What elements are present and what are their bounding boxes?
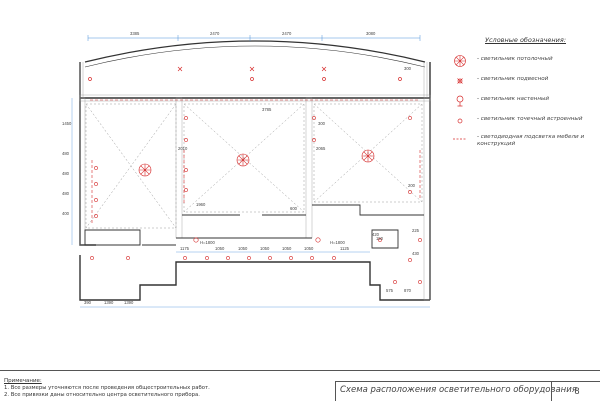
side-dim-2: 300: [318, 121, 326, 126]
legend-title: Условные обозначения:: [485, 36, 567, 44]
arched-wall: [84, 40, 426, 63]
legend-item-pendant: - светильник подвесной: [447, 74, 595, 88]
left-dim-3: 480: [62, 171, 70, 176]
side-dim-6: 430: [412, 251, 420, 256]
top-dim-ticks: [87, 35, 421, 41]
left-dim-4: 480: [62, 191, 70, 196]
bottom-dim-2: 1390: [104, 300, 114, 305]
legend-text-led: - светодиодная подсветка мебели и констр…: [477, 134, 585, 147]
bottom-dim-5: 870: [404, 288, 412, 293]
partitions: [84, 204, 424, 249]
bottom-dim-4: 575: [386, 288, 394, 293]
corridor-dim-7: 1125: [340, 246, 350, 251]
corridor-dim-4: 1050: [260, 246, 270, 251]
inner-dim-1: 3785: [262, 107, 272, 112]
height-dim-2: H=1800: [330, 240, 345, 245]
pendant-lamp-icon: [457, 78, 463, 84]
ceiling-lamps: [138, 149, 375, 177]
legend-text-wall: - светильник настенный: [477, 96, 550, 102]
pendant-lamps-top: [88, 66, 402, 81]
legend-text-pendant: - светильник подвесной: [477, 76, 549, 82]
notes-title: Примечание:: [4, 378, 42, 384]
frame-divider: [0, 370, 600, 371]
inner-dim-2: 1960: [196, 202, 206, 207]
notes: Примечание: 1. Все размеры уточняются по…: [0, 370, 335, 400]
top-dim-2: 2470: [210, 31, 220, 36]
side-dim-4: 150: [376, 236, 384, 241]
furniture-outlines: [85, 103, 423, 229]
legend-item-spot: - светильник точечный встроенный: [447, 114, 595, 128]
corridor-dim-6: 1050: [304, 246, 314, 251]
spot-lamps: [90, 116, 422, 284]
bottom-dim-1: 390: [84, 300, 92, 305]
spot-lamp-icon: [457, 118, 463, 124]
top-dim-1: 3385: [130, 31, 140, 36]
side-dim-7: 225: [412, 228, 420, 233]
legend-item-led: - светодиодная подсветка мебели и констр…: [447, 132, 595, 154]
note-line-2: 2. Все привязки даны относительно центра…: [4, 392, 200, 398]
ceiling-lamp-icon: [454, 55, 466, 67]
left-dim-2: 480: [62, 151, 70, 156]
side-dim-5: 420: [372, 232, 380, 237]
led-strip-icon: [453, 138, 467, 140]
inner-dim-3: 2010: [178, 146, 188, 151]
arched-wall-inner: [84, 45, 426, 68]
floor-plan: 3385 2470 2470 3080: [62, 31, 431, 308]
legend-item-ceiling: - светильник потолочный: [447, 54, 595, 68]
led-strips: [90, 99, 421, 225]
inner-dim-4: 2065: [316, 146, 326, 151]
legend-item-wall: - светильник настенный: [447, 94, 595, 108]
bottom-dim-3: 1390: [124, 300, 134, 305]
side-dim-3: 200: [408, 183, 416, 188]
side-dim-8: 600: [290, 206, 298, 211]
corridor-dim-1: 1175: [180, 246, 190, 251]
left-dim-1: 1450: [62, 121, 72, 126]
left-dim-5: 400: [62, 211, 70, 216]
corridor-dim-2: 1050: [215, 246, 225, 251]
height-dim-1: H=1800: [200, 240, 215, 245]
wall-lamp-icon: [456, 95, 464, 107]
wall-lamps: [193, 237, 321, 243]
legend-text-spot: - светильник точечный встроенный: [477, 116, 583, 122]
note-line-1: 1. Все размеры уточняются после проведен…: [4, 385, 210, 391]
side-dim-1: 300: [404, 66, 412, 71]
walls: [79, 62, 431, 301]
sheet-number: 8: [551, 382, 600, 401]
corridor-dim-5: 1050: [282, 246, 292, 251]
legend-text-ceiling: - светильник потолочный: [477, 56, 553, 62]
top-dim-4: 3080: [366, 31, 376, 36]
sheet-title: Схема расположения осветительного оборуд…: [340, 385, 577, 395]
title-block: Схема расположения осветительного оборуд…: [335, 381, 600, 401]
top-dim-3: 2470: [282, 31, 292, 36]
corridor-dim-3: 1050: [238, 246, 248, 251]
